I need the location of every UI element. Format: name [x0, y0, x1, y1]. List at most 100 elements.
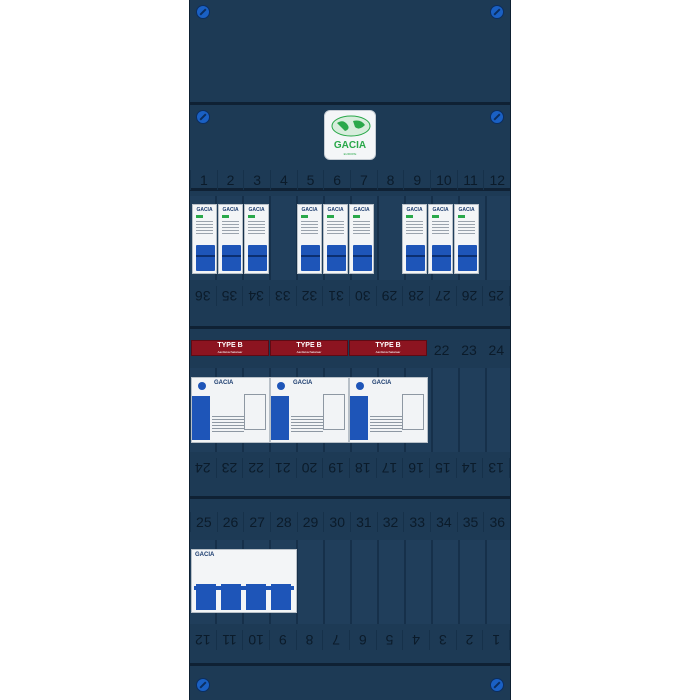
breaker-toggle[interactable]	[248, 245, 267, 271]
slot-number: 9	[403, 170, 430, 190]
rcd-toggle[interactable]	[192, 396, 210, 440]
breaker-toggle[interactable]	[353, 245, 372, 271]
slot-number: 32	[296, 286, 324, 306]
slot-number: 24	[488, 342, 505, 358]
slot-number: 6	[323, 170, 350, 190]
rcd-switch[interactable]: GACIA	[270, 377, 349, 443]
slot-number: 25	[483, 286, 510, 306]
circuit-breaker[interactable]: GACIA	[454, 204, 479, 274]
slot-number: 25	[190, 512, 217, 532]
breaker-toggle[interactable]	[196, 245, 215, 271]
breaker-brand: GACIA	[222, 207, 239, 213]
test-button[interactable]	[356, 382, 364, 390]
breaker-brand: GACIA	[196, 207, 213, 213]
slot-number: 26	[456, 286, 484, 306]
rcd-toggle[interactable]	[271, 396, 289, 440]
gacia-logo: GACIA EUROPE	[324, 110, 376, 160]
slot-number: 30	[349, 286, 377, 306]
panel-divider	[190, 188, 510, 191]
rcd-switch[interactable]: GACIA	[349, 377, 428, 443]
panel-divider	[190, 326, 510, 329]
screw-icon	[490, 110, 504, 124]
slot-number: 11	[216, 630, 244, 650]
main-switch-toggle[interactable]	[196, 584, 216, 610]
rcd-toggle[interactable]	[350, 396, 368, 440]
circuit-breaker[interactable]: GACIA	[323, 204, 348, 274]
slot-number: 2	[216, 170, 244, 190]
rcd-brand: GACIA	[372, 380, 392, 386]
slot-number: 6	[349, 630, 377, 650]
rail2-number-row-bottom: 13 14 15 16 17 18 19 20 21 22 23 24	[189, 458, 510, 478]
rail3-number-row-bottom: 1 2 3 4 5 6 7 8 9 10 11 12	[189, 630, 510, 650]
panel-divider	[190, 102, 510, 105]
breaker-brand: GACIA	[432, 207, 449, 213]
circuit-breaker[interactable]: GACIA	[244, 204, 269, 274]
circuit-breaker[interactable]: GACIA	[402, 204, 427, 274]
globe-icon	[331, 115, 371, 137]
logo-tagline: EUROPE	[343, 152, 357, 156]
rcd-brand: GACIA	[214, 380, 234, 386]
breaker-toggle[interactable]	[458, 245, 477, 271]
slot-number: 24	[189, 458, 217, 478]
screw-icon	[196, 110, 210, 124]
circuit-breaker[interactable]: GACIA	[428, 204, 453, 274]
slot-number: 29	[296, 512, 324, 532]
circuit-breaker[interactable]: GACIA	[349, 204, 374, 274]
main-switch[interactable]: GACIA	[191, 549, 297, 613]
slot-number: 32	[376, 512, 404, 532]
breaker-brand: GACIA	[301, 207, 318, 213]
test-button[interactable]	[277, 382, 285, 390]
breaker-toggle[interactable]	[432, 245, 451, 271]
slot-number: 31	[350, 512, 377, 532]
slot-number: 31	[323, 286, 350, 306]
breaker-brand: GACIA	[353, 207, 370, 213]
distribution-panel: GACIA EUROPE 1 2 3 4 5 6 7 8 9 10 11 12 …	[189, 0, 511, 700]
slot-number: 4	[270, 170, 297, 190]
slot-number: 14	[456, 458, 484, 478]
slot-number: 5	[296, 170, 324, 190]
slot-number: 3	[429, 630, 457, 650]
slot-number: 34	[243, 286, 270, 306]
slot-number: 28	[270, 512, 297, 532]
breaker-toggle[interactable]	[406, 245, 425, 271]
main-switch-brand: GACIA	[195, 552, 215, 558]
circuit-breaker[interactable]: GACIA	[218, 204, 243, 274]
slot-number: 30	[323, 512, 350, 532]
rcd-switch[interactable]: GACIA	[191, 377, 270, 443]
slot-number: 2	[456, 630, 484, 650]
slot-number: 35	[216, 286, 244, 306]
slot-number: 27	[429, 286, 457, 306]
test-button[interactable]	[198, 382, 206, 390]
screw-icon	[196, 5, 210, 19]
slot-number: 5	[376, 630, 404, 650]
din-rail-3: GACIA	[190, 540, 510, 624]
slot-number: 4	[403, 630, 430, 650]
din-rail-1: GACIA GACIA GACIA GACIA GACIA GACIA GACI…	[190, 196, 510, 280]
breaker-toggle[interactable]	[222, 245, 241, 271]
slot-number: 11	[456, 170, 484, 190]
rail1-number-row-top: 1 2 3 4 5 6 7 8 9 10 11 12	[190, 170, 510, 190]
slot-number: 34	[430, 512, 457, 532]
rail2-number-row-top: 22 23 24	[428, 340, 510, 360]
slot-number: 8	[296, 630, 324, 650]
slot-number: 35	[456, 512, 484, 532]
slot-number: 36	[483, 512, 510, 532]
slot-number: 23	[461, 342, 477, 358]
screw-icon	[490, 678, 504, 692]
slot-number: 19	[323, 458, 350, 478]
main-switch-toggle[interactable]	[271, 584, 291, 610]
circuit-breaker[interactable]: GACIA	[297, 204, 322, 274]
breaker-brand: GACIA	[458, 207, 475, 213]
slot-number: 7	[350, 170, 377, 190]
slot-number: 22	[433, 342, 450, 358]
slot-number: 22	[243, 458, 270, 478]
main-switch-toggle[interactable]	[246, 584, 266, 610]
circuit-breaker[interactable]: GACIA	[192, 204, 217, 274]
breaker-toggle[interactable]	[327, 245, 346, 271]
slot-number: 33	[269, 286, 297, 306]
breaker-toggle[interactable]	[301, 245, 320, 271]
main-switch-toggle[interactable]	[221, 584, 241, 610]
